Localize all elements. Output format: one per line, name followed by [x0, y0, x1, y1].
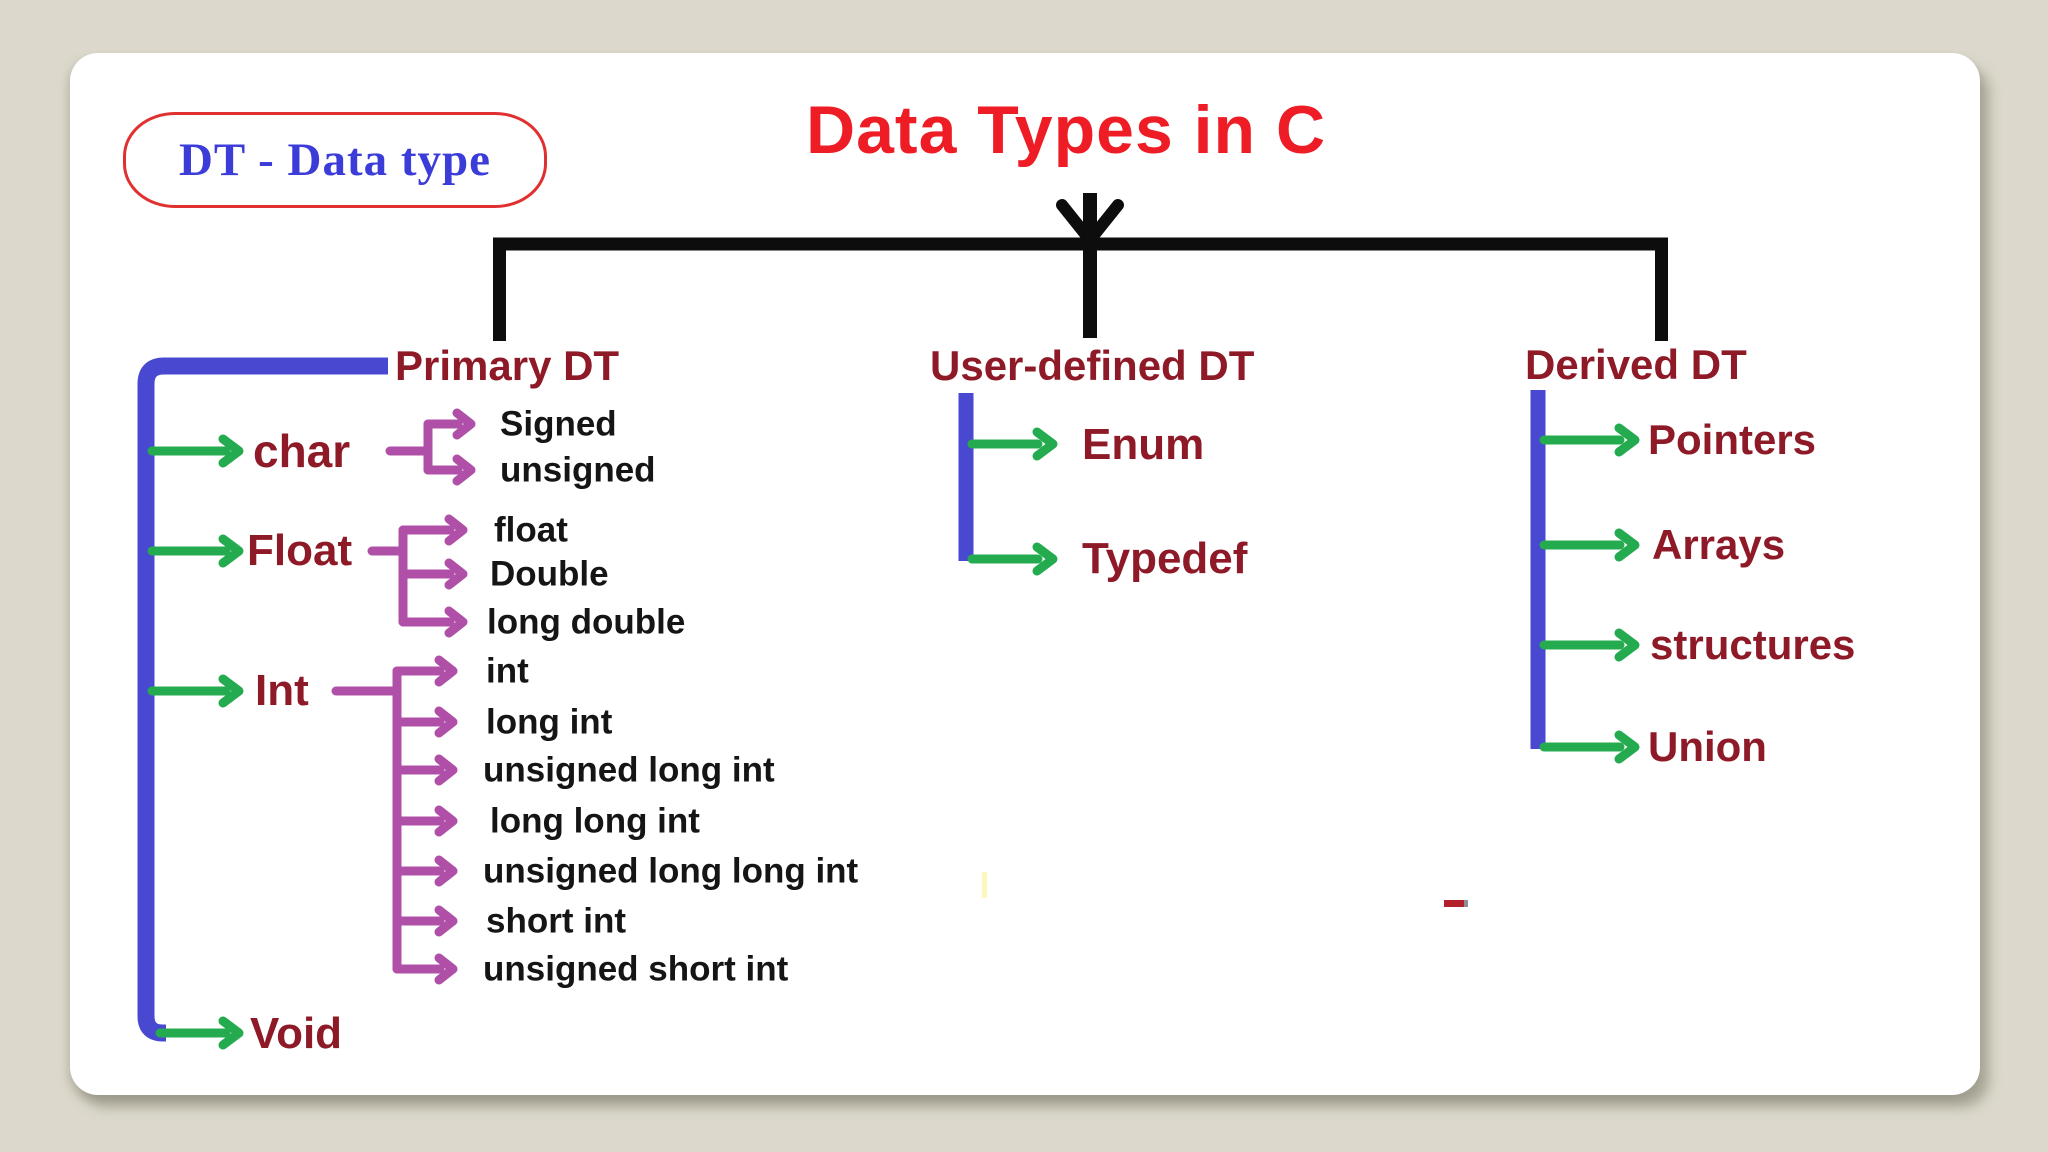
leaf-long-double: long double: [487, 602, 686, 642]
node-enum: Enum: [1082, 420, 1205, 469]
leaf-unsigned-long-int: unsigned long int: [483, 750, 775, 790]
node-void: Void: [250, 1009, 343, 1058]
branch-label-primary: Primary DT: [395, 342, 620, 389]
node-char: char: [253, 425, 351, 477]
node-int-group: Int: [255, 666, 309, 715]
branch-label-user-defined: User-defined DT: [930, 342, 1255, 389]
node-pointers: Pointers: [1648, 416, 1817, 463]
node-structures: structures: [1650, 621, 1856, 668]
leaf-int: int: [486, 651, 529, 691]
node-arrays: Arrays: [1652, 521, 1786, 568]
node-typedef: Typedef: [1082, 534, 1248, 583]
leaf-long-int: long int: [486, 702, 613, 742]
legend-text: DT - Data type: [178, 134, 492, 186]
page-title: Data Types in C: [806, 92, 1327, 168]
node-float-group: Float: [247, 526, 353, 575]
leaf-double: Double: [490, 554, 609, 594]
branch-label-derived: Derived DT: [1525, 341, 1747, 388]
diagram-card: [70, 53, 1980, 1095]
artifact-red-dash: [1444, 900, 1468, 907]
artifact-yellow-tick: [982, 872, 987, 898]
leaf-short-int: short int: [486, 901, 626, 941]
leaf-long-long-int: long long int: [490, 801, 700, 841]
leaf-unsigned-long-long-int: unsigned long long int: [483, 851, 859, 891]
leaf-float: float: [494, 510, 568, 550]
leaf-signed: Signed: [500, 404, 617, 444]
leaf-unsigned-short-int: unsigned short int: [483, 949, 789, 989]
node-union: Union: [1648, 723, 1767, 770]
leaf-unsigned: unsigned: [500, 450, 656, 490]
legend-badge: DT - Data type: [123, 112, 547, 208]
